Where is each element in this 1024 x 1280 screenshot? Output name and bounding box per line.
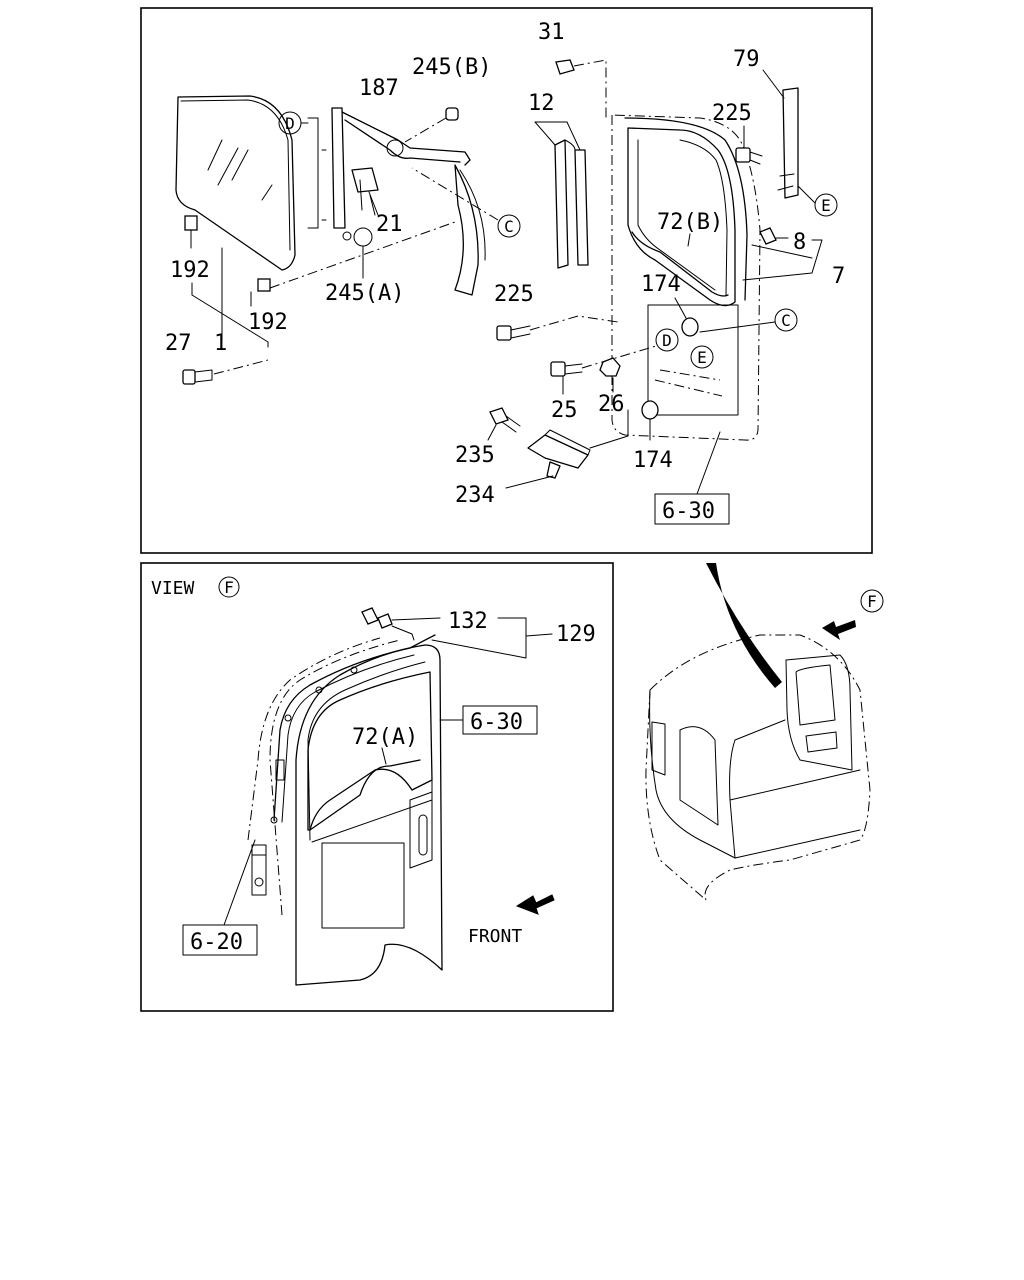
callout-d-lower: D bbox=[655, 328, 679, 352]
svg-text:D: D bbox=[285, 114, 295, 133]
view-title: VIEW bbox=[151, 578, 195, 599]
label-235: 235 bbox=[455, 443, 495, 468]
label-12: 12 bbox=[528, 91, 555, 116]
callout-e-upper: E bbox=[797, 185, 838, 217]
label-25: 25 bbox=[551, 398, 578, 423]
dash-line-c bbox=[269, 221, 456, 289]
view-title-circle: F bbox=[218, 576, 240, 598]
svg-text:F: F bbox=[867, 592, 877, 611]
svg-text:C: C bbox=[781, 311, 791, 330]
fastener-132 bbox=[361, 607, 553, 659]
clip-192-upper bbox=[184, 215, 198, 249]
leader-192 bbox=[191, 282, 269, 348]
bolt-225-middle bbox=[496, 315, 619, 341]
bracket-234 bbox=[505, 409, 629, 489]
nut-26 bbox=[599, 357, 621, 393]
callout-e-lower: E bbox=[690, 345, 714, 369]
label-7: 7 bbox=[832, 264, 845, 289]
clip-192-lower bbox=[257, 278, 271, 292]
hinge bbox=[251, 844, 267, 896]
ref-box-6-30-lower: 6-30 bbox=[439, 705, 538, 735]
weatherstrip-72b bbox=[631, 231, 729, 297]
trim-129 bbox=[247, 634, 436, 916]
run-channel-12 bbox=[534, 121, 589, 269]
svg-text:6-30: 6-30 bbox=[662, 499, 715, 524]
door-glass bbox=[175, 95, 296, 271]
svg-text:6-20: 6-20 bbox=[190, 930, 243, 955]
callout-c-upper: C bbox=[411, 167, 521, 238]
weatherstrip-72a bbox=[309, 759, 421, 831]
label-8: 8 bbox=[793, 230, 806, 255]
leader-72b bbox=[687, 233, 691, 247]
door-inner-panel bbox=[611, 114, 761, 441]
label-21: 21 bbox=[376, 212, 403, 237]
dash-lines-right bbox=[654, 369, 723, 397]
label-72a: 72(A) bbox=[352, 725, 418, 750]
label-72b: 72(B) bbox=[657, 210, 723, 235]
bolt-31 bbox=[555, 59, 607, 120]
callout-d-upper: D bbox=[278, 111, 309, 135]
label-79: 79 bbox=[733, 47, 760, 72]
ref-box-6-20: 6-20 bbox=[182, 839, 258, 956]
view-f-panel-frame bbox=[140, 562, 614, 1012]
label-245b: 245(B) bbox=[412, 55, 491, 80]
view-arrow-icon bbox=[822, 620, 856, 640]
label-234: 234 bbox=[455, 483, 495, 508]
bolt-25 bbox=[550, 345, 657, 395]
leader-21 bbox=[368, 191, 379, 216]
door-outer-view bbox=[295, 644, 443, 986]
label-27: 27 bbox=[165, 331, 192, 356]
svg-text:6-30: 6-30 bbox=[470, 710, 523, 735]
bolt-235 bbox=[487, 407, 521, 441]
label-225-middle: 225 bbox=[494, 282, 534, 307]
cab-overview bbox=[645, 563, 871, 901]
label-132: 132 bbox=[448, 609, 488, 634]
label-129: 129 bbox=[556, 622, 596, 647]
label-225-upper: 225 bbox=[712, 101, 752, 126]
grommet-174-upper bbox=[674, 297, 699, 337]
top-panel-frame bbox=[140, 7, 873, 554]
bolt-225-upper bbox=[735, 125, 763, 165]
label-31: 31 bbox=[538, 20, 565, 45]
label-192-lower: 192 bbox=[248, 310, 288, 335]
label-26: 26 bbox=[598, 392, 625, 417]
label-1: 1 bbox=[214, 331, 227, 356]
ref-box-6-30-upper: 6-30 bbox=[654, 431, 730, 525]
svg-text:D: D bbox=[662, 331, 672, 350]
leader-72a bbox=[381, 747, 387, 765]
svg-text:C: C bbox=[504, 217, 514, 236]
svg-text:E: E bbox=[697, 348, 707, 367]
label-174-upper: 174 bbox=[641, 272, 681, 297]
clip-8 bbox=[742, 227, 823, 281]
svg-text:E: E bbox=[821, 196, 831, 215]
svg-text:F: F bbox=[224, 578, 234, 597]
label-174-lower: 174 bbox=[633, 448, 673, 473]
front-arrow-icon bbox=[515, 894, 555, 915]
callout-c-lower: C bbox=[699, 308, 798, 333]
cab-view-label-f: F bbox=[860, 589, 884, 613]
label-245a: 245(A) bbox=[325, 281, 404, 306]
nut-245b bbox=[404, 107, 459, 143]
screw-27 bbox=[182, 359, 269, 385]
channel-79 bbox=[762, 69, 799, 199]
grommet-174-lower bbox=[641, 400, 659, 441]
label-front: FRONT bbox=[468, 926, 522, 947]
window-regulator bbox=[307, 107, 486, 296]
label-187: 187 bbox=[359, 76, 399, 101]
label-192-upper: 192 bbox=[170, 258, 210, 283]
